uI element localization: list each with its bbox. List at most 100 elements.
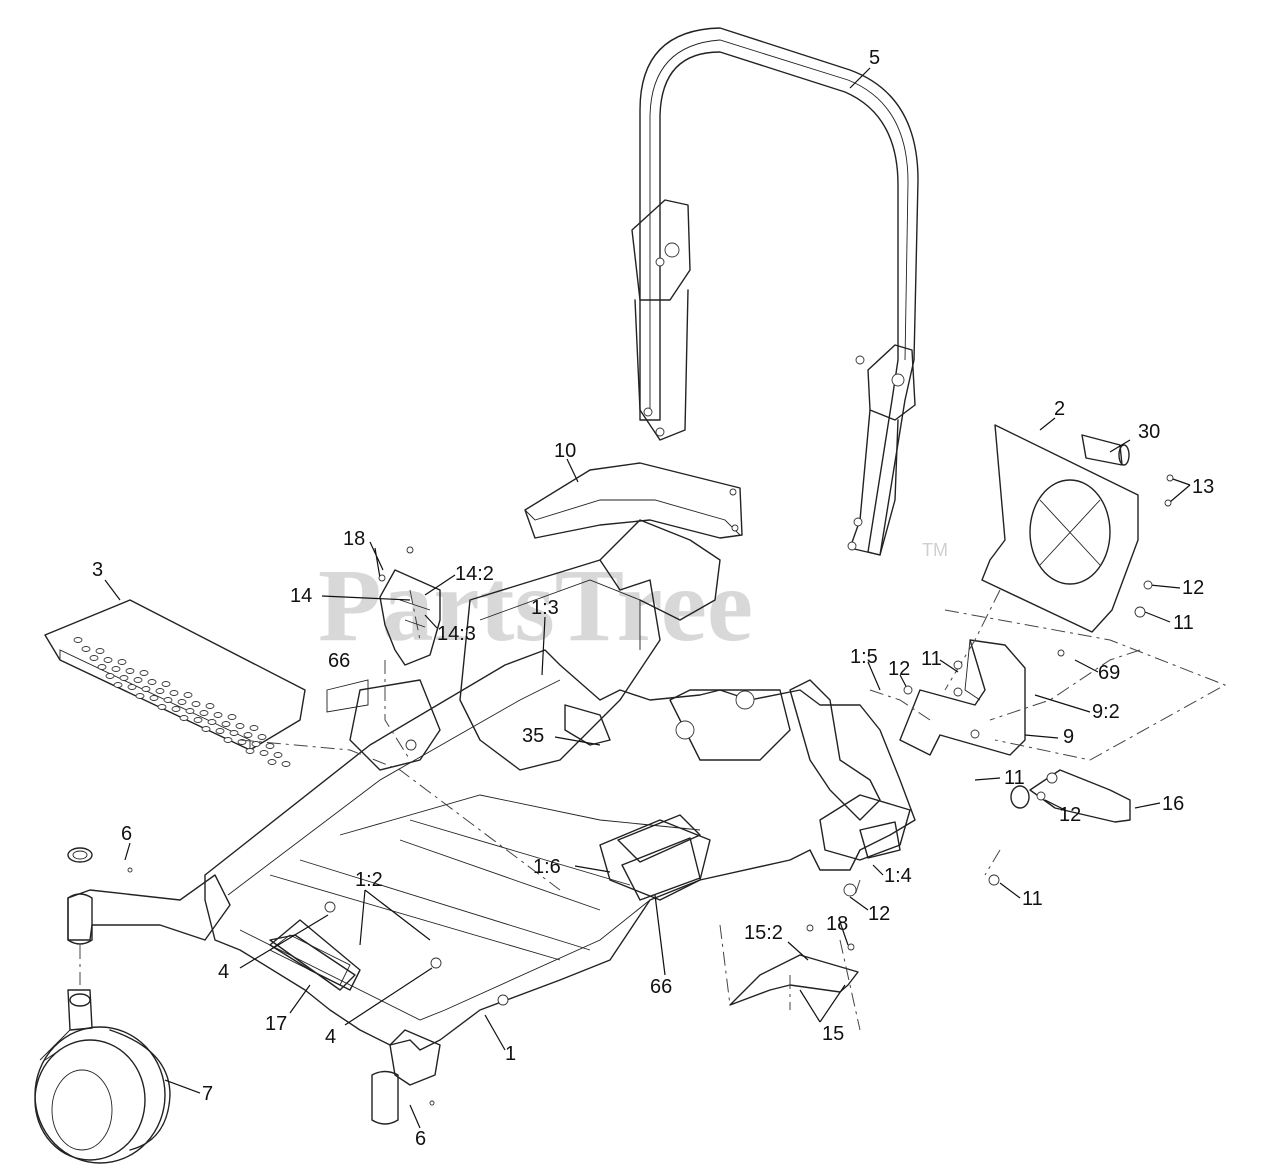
callout-1-4: 1:4	[884, 865, 912, 887]
callout-4-left: 4	[218, 961, 229, 983]
plate-hole	[171, 706, 181, 712]
callout-30: 30	[1138, 421, 1160, 443]
callout-11-bottom: 11	[1022, 888, 1043, 910]
callout-18-top: 18	[343, 528, 365, 550]
plate-hole	[161, 681, 171, 687]
plate-hole	[229, 730, 239, 736]
plate-hole	[133, 677, 143, 683]
plate-hole	[155, 688, 165, 694]
part-9	[899, 639, 1026, 756]
leader-lines	[104, 67, 1191, 1129]
callout-1-2: 1:2	[355, 869, 383, 891]
callout-15: 15	[822, 1023, 844, 1045]
plate-hole	[199, 710, 209, 716]
plate-hole	[149, 695, 159, 701]
part-16	[1010, 769, 1131, 823]
part-10	[524, 462, 743, 539]
callout-14-3: 14:3	[437, 623, 476, 645]
plate-hole	[249, 725, 259, 731]
callout-15-2: 15:2	[744, 922, 783, 944]
part-30	[1081, 434, 1130, 466]
callout-35: 35	[522, 725, 544, 747]
callout-1: 1	[505, 1043, 516, 1065]
callout-18-bottom: 18	[826, 913, 848, 935]
plate-hole	[73, 637, 83, 643]
plate-hole	[235, 723, 245, 729]
callout-9-2: 9:2	[1092, 701, 1120, 723]
callout-1-3: 1:3	[531, 597, 559, 619]
callout-1-5: 1:5	[850, 646, 878, 668]
plate-hole	[135, 693, 145, 699]
callout-66-left: 66	[328, 650, 350, 672]
plate-hole	[169, 690, 179, 696]
plate-hole	[205, 703, 215, 709]
plate-hole	[89, 655, 99, 661]
plate-hole	[213, 712, 223, 718]
plate-hole	[105, 673, 115, 679]
plate-hole	[191, 701, 201, 707]
plate-hole	[265, 743, 275, 749]
plate-hole	[119, 675, 129, 681]
part-3	[44, 599, 306, 751]
plate-hole	[273, 752, 283, 758]
plate-hole	[243, 732, 253, 738]
callout-16: 16	[1162, 793, 1184, 815]
callout-69: 69	[1098, 662, 1120, 684]
part-2	[981, 424, 1139, 633]
plate-hole	[125, 668, 135, 674]
callout-1-6: 1:6	[533, 856, 561, 878]
plate-hole	[127, 684, 137, 690]
plate-hole	[177, 699, 187, 705]
plate-hole	[267, 759, 277, 765]
plate-hole	[221, 721, 231, 727]
plate-hole	[257, 734, 267, 740]
wheel-part	[34, 989, 171, 1164]
callout-14-2: 14:2	[455, 563, 494, 585]
callout-17: 17	[265, 1013, 287, 1035]
callout-6-upper: 6	[121, 823, 132, 845]
plate-hole	[193, 717, 203, 723]
plate-hole	[245, 748, 255, 754]
caster-arm-part	[67, 847, 231, 945]
plate-hole	[103, 657, 113, 663]
main-frame-part	[204, 519, 916, 1086]
callout-5: 5	[869, 47, 880, 69]
plate-hole	[157, 704, 167, 710]
plate-hole	[281, 761, 291, 767]
assembly-lines	[79, 589, 1227, 1031]
callout-7: 7	[202, 1083, 213, 1105]
caster-sleeve-part	[371, 1070, 399, 1125]
plate-hole	[163, 697, 173, 703]
callout-9: 9	[1063, 726, 1074, 748]
callout-4-right: 4	[325, 1026, 336, 1048]
plate-hole	[251, 741, 261, 747]
watermark-text: PartsTree	[318, 548, 753, 663]
part-17	[269, 934, 356, 991]
callout-11-lower: 11	[1004, 767, 1025, 789]
callout-11-mid: 11	[921, 648, 942, 670]
plate-hole	[227, 714, 237, 720]
plate-hole	[139, 670, 149, 676]
callout-12-rear: 12	[1182, 577, 1204, 599]
plate-hole	[97, 664, 107, 670]
plate-hole	[207, 719, 217, 725]
callout-3: 3	[92, 559, 103, 581]
watermark: PartsTree TM	[318, 540, 948, 663]
plate-hole	[147, 679, 157, 685]
plate-hole	[111, 666, 121, 672]
plate-hole	[141, 686, 151, 692]
plate-hole	[81, 646, 91, 652]
callout-6-lower: 6	[415, 1128, 426, 1150]
roll-bar-part	[631, 27, 919, 556]
plate-hole	[113, 682, 123, 688]
plate-hole	[95, 648, 105, 654]
callout-11-rear: 11	[1173, 612, 1194, 634]
callout-12-mid: 12	[888, 658, 910, 680]
fasteners	[127, 474, 1174, 1106]
decals	[326, 679, 369, 713]
callout-12-bottom: 12	[868, 903, 890, 925]
callout-66-bottom: 66	[650, 976, 672, 998]
callout-10: 10	[554, 440, 576, 462]
plate-hole	[259, 750, 269, 756]
